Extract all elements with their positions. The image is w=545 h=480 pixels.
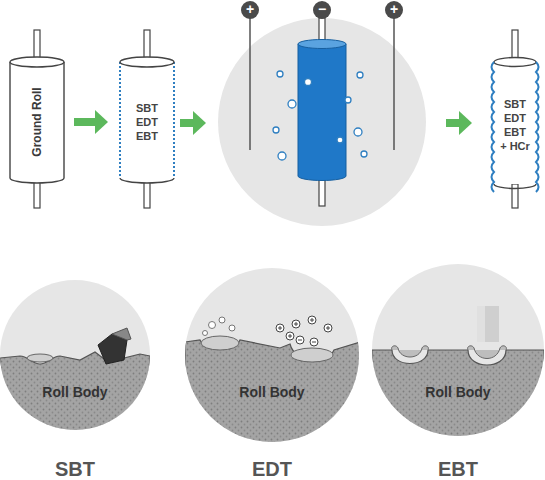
terminal-sign: + xyxy=(241,2,259,16)
detail-heading: EBT xyxy=(372,458,544,480)
ebt-detail xyxy=(372,264,544,440)
roll-label: Ground Roll xyxy=(30,87,44,156)
detail-circle: Roll BodySBT xyxy=(0,280,150,430)
edt-detail xyxy=(185,268,360,450)
roll-label: SBT EDT EBT + HCr xyxy=(500,97,530,153)
roll-body: SBT EDT EBT xyxy=(120,66,174,178)
roll-label: SBT EDT EBT xyxy=(127,101,167,143)
region-label: Roll Body xyxy=(0,384,150,400)
detail-heading: SBT xyxy=(0,458,150,480)
roll-body: Ground Roll xyxy=(10,66,64,178)
region-label: Roll Body xyxy=(185,384,359,400)
sbt-detail xyxy=(0,280,150,440)
process-arrow xyxy=(74,110,108,134)
textured-roll xyxy=(120,30,174,208)
terminal-sign: − xyxy=(313,2,331,16)
detail-circle: Roll BodyEBT xyxy=(372,264,544,436)
ground-roll xyxy=(10,30,64,208)
detail-circle: Roll BodyEDT xyxy=(185,268,359,442)
detail-heading: EDT xyxy=(185,458,359,480)
region-label: Roll Body xyxy=(372,384,544,400)
terminal-sign: + xyxy=(385,2,403,16)
chrome-plating-bath xyxy=(218,1,426,226)
roll-body: SBT EDT EBT + HCr xyxy=(494,66,536,184)
plated-roll xyxy=(492,30,539,208)
